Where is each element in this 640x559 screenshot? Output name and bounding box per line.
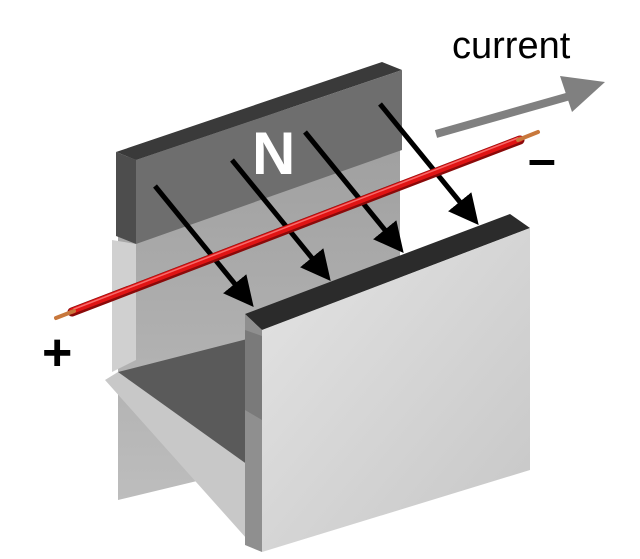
wire-highlight bbox=[73, 137, 519, 310]
wire-tip-right bbox=[516, 130, 540, 142]
field-arrow bbox=[230, 158, 331, 281]
u-magnet bbox=[105, 62, 530, 552]
current-arrow-shaft bbox=[434, 92, 572, 138]
wire-tip-left bbox=[54, 309, 76, 320]
positive-terminal-label: + bbox=[42, 324, 72, 382]
north-pole-left-edge bbox=[116, 152, 136, 244]
south-pole-front-face bbox=[262, 228, 530, 552]
field-arrow bbox=[153, 184, 254, 307]
field-lines bbox=[153, 102, 479, 307]
field-arrow bbox=[378, 102, 479, 225]
negative-terminal-label: – bbox=[528, 131, 556, 187]
magnet-left-wall bbox=[112, 240, 136, 372]
north-pole-top bbox=[116, 62, 402, 160]
north-pole-face bbox=[136, 70, 402, 244]
wire-core bbox=[69, 136, 523, 314]
south-pole-inner-shadow bbox=[245, 330, 262, 420]
north-pole-label: N bbox=[252, 120, 295, 187]
current-arrow bbox=[434, 76, 605, 138]
south-pole-top bbox=[245, 214, 530, 330]
field-arrow bbox=[303, 130, 404, 253]
magnet-bottom-left bbox=[105, 372, 255, 548]
current-arrow-head bbox=[560, 76, 605, 112]
wire bbox=[54, 130, 540, 320]
current-label: current bbox=[452, 25, 571, 67]
